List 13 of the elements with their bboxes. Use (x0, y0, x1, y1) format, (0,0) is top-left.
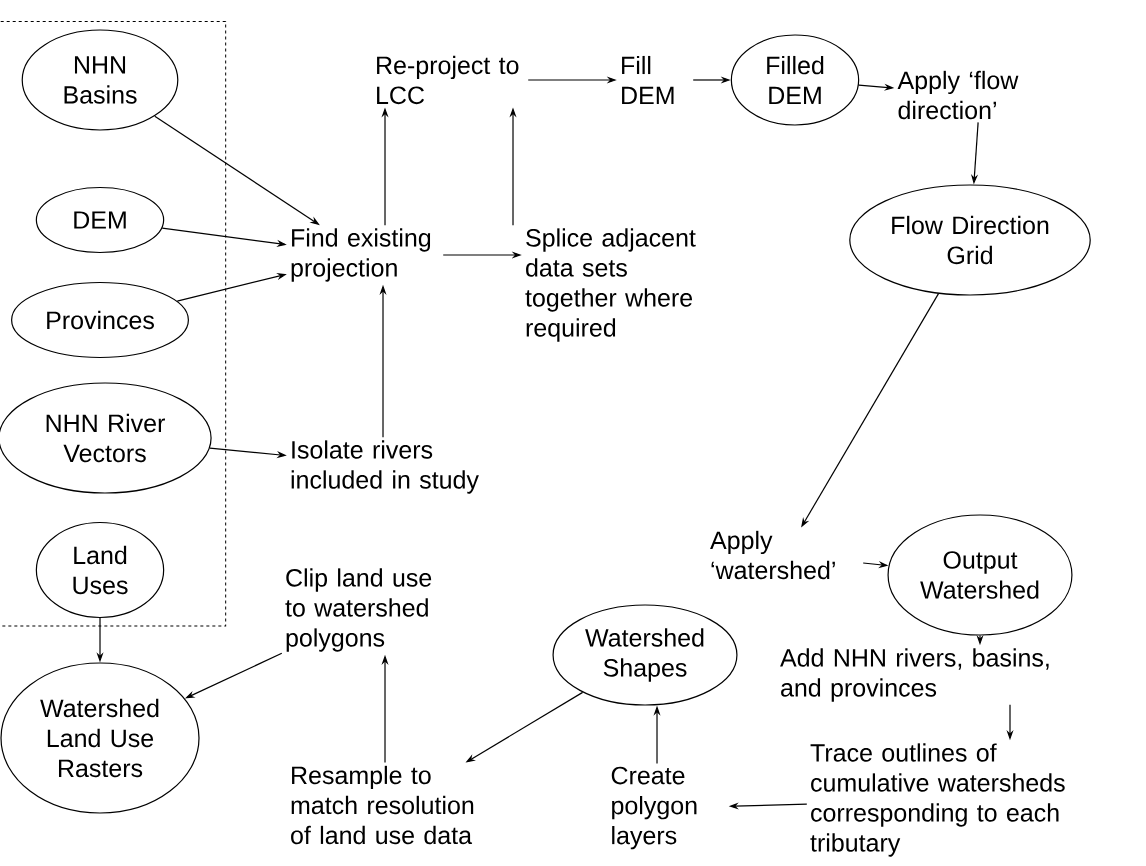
process-label: Create polygon layers (611, 766, 697, 850)
process-label: Clip land use to watershed polygons (285, 568, 432, 652)
process-label: Splice adjacent data sets together where required (525, 228, 696, 342)
process-label: Fill DEM (622, 55, 674, 105)
process-label: Isolate rivers included in study (291, 440, 479, 494)
process-label: Apply ‘watershed’ (710, 530, 835, 580)
dashed-group-box (0, 20, 227, 627)
process-label: Trace outlines of cumulative watersheds corresponding to each tributary (810, 743, 1065, 857)
process-label: Re-project to LCC (377, 55, 519, 105)
process-label: Apply ‘flow direction’ (897, 70, 1019, 120)
process-label: Add NHN rivers, basins, and provinces (780, 648, 1049, 702)
process-label: Find existing projection (291, 228, 431, 282)
process-label: Resample to match resolution of land use data (291, 765, 474, 845)
